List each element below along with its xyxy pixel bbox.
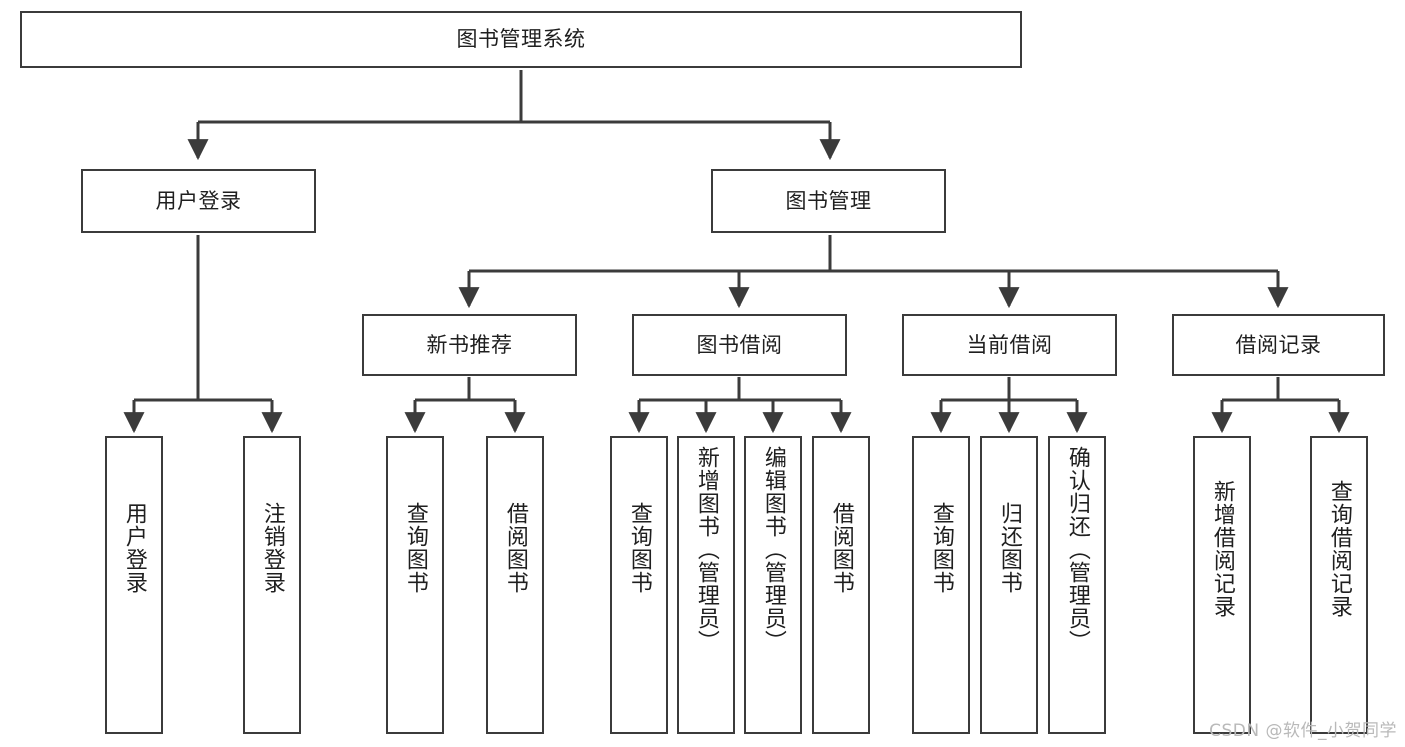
leaf-borrow-book-borrow[interactable]: 借阅图书 <box>812 436 870 734</box>
node-label: 查询图书 <box>928 502 954 594</box>
node-book-borrow[interactable]: 图书借阅 <box>632 314 847 376</box>
node-label: 查询借阅记录 <box>1326 480 1352 618</box>
node-new-book-recommend[interactable]: 新书推荐 <box>362 314 577 376</box>
leaf-user-logout[interactable]: 注销登录 <box>243 436 301 734</box>
node-label: 借阅图书 <box>828 502 854 594</box>
leaf-user-login[interactable]: 用户登录 <box>105 436 163 734</box>
node-label: 图书管理系统 <box>456 27 586 52</box>
node-user-login[interactable]: 用户登录 <box>81 169 316 233</box>
node-label: 当前借阅 <box>966 332 1053 357</box>
node-label: 新增图书（管理员） <box>693 446 719 653</box>
node-current-borrow[interactable]: 当前借阅 <box>902 314 1117 376</box>
node-book-manage[interactable]: 图书管理 <box>711 169 946 233</box>
node-borrow-record[interactable]: 借阅记录 <box>1172 314 1385 376</box>
leaf-query-borrow-record[interactable]: 查询借阅记录 <box>1310 436 1368 734</box>
node-label: 图书借阅 <box>696 332 783 357</box>
leaf-edit-book[interactable]: 编辑图书（管理员） <box>744 436 802 734</box>
node-label: 注销登录 <box>259 502 285 594</box>
leaf-return-book[interactable]: 归还图书 <box>980 436 1038 734</box>
node-root-system[interactable]: 图书管理系统 <box>20 11 1022 68</box>
node-label: 借阅记录 <box>1235 332 1322 357</box>
leaf-query-book-recommend[interactable]: 查询图书 <box>386 436 444 734</box>
leaf-query-book-borrow[interactable]: 查询图书 <box>610 436 668 734</box>
node-label: 新增借阅记录 <box>1209 480 1235 618</box>
node-label: 查询图书 <box>402 502 428 594</box>
leaf-confirm-return[interactable]: 确认归还（管理员） <box>1048 436 1106 734</box>
node-label: 图书管理 <box>785 188 872 213</box>
leaf-add-book[interactable]: 新增图书（管理员） <box>677 436 735 734</box>
leaf-add-borrow-record[interactable]: 新增借阅记录 <box>1193 436 1251 734</box>
node-label: 用户登录 <box>155 188 242 213</box>
leaf-borrow-book-recommend[interactable]: 借阅图书 <box>486 436 544 734</box>
csdn-watermark: CSDN @软件_小贺同学 <box>1209 721 1397 741</box>
node-label: 用户登录 <box>121 502 147 594</box>
leaf-query-book-current[interactable]: 查询图书 <box>912 436 970 734</box>
node-label: 编辑图书（管理员） <box>760 446 786 653</box>
node-label: 新书推荐 <box>426 332 513 357</box>
node-label: 归还图书 <box>996 502 1022 594</box>
node-label: 查询图书 <box>626 502 652 594</box>
node-label: 借阅图书 <box>502 502 528 594</box>
node-label: 确认归还（管理员） <box>1064 446 1090 653</box>
